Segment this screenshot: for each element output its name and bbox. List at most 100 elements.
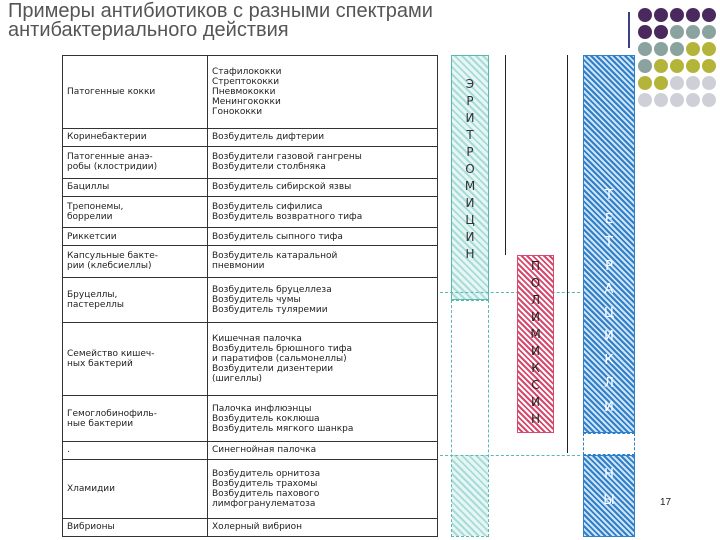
antibiotic-letter: И (465, 196, 475, 210)
pathogen-group-text: Патогенные анаэ- (67, 152, 153, 163)
pathogen-group-text: ных бактерий (67, 359, 133, 370)
decorative-dot-grid (638, 8, 720, 120)
pathogen-group-cell: Бруцеллы,пастереллы (62, 276, 208, 324)
decorative-dot (670, 76, 684, 90)
pathogen-agent-text: Возбудитель орнитоза (212, 468, 321, 479)
antibiotic-letter: И (604, 399, 614, 415)
pathogen-agent-text: Возбудители газовой гангрены (212, 152, 362, 163)
pathogen-agent-text: Синегнойная палочка (212, 445, 317, 456)
antibiotic-letter: К (531, 361, 540, 375)
decorative-dot (702, 25, 716, 39)
decorative-dot (638, 25, 652, 39)
slide-title-line-2: антибактериального действия (8, 19, 289, 41)
pathogen-group-cell: Патогенные кокки (62, 54, 208, 130)
decorative-dot (686, 8, 700, 22)
decorative-dot (702, 42, 716, 56)
pathogen-group-text: Семейство кишеч- (67, 349, 155, 360)
antibiotic-letter: Н (604, 467, 614, 482)
pathogen-agent-text: Возбудитель сибирской язвы (212, 182, 352, 193)
table-row: Коринебактерии Возбудитель дифтерии (62, 128, 438, 147)
decorative-dot (670, 25, 684, 39)
slide-title: Примеры антибиотиков с разными спектрами… (8, 1, 618, 41)
pathogen-agent-text: Возбудитель бруцеллеза (212, 285, 332, 296)
antibiotic-letter: Э (465, 77, 475, 91)
decorative-dot (670, 8, 684, 22)
pathogen-group-cell: Патогенные анаэ-робы (клостридии) (62, 145, 208, 179)
antibiotic-letter: Н (465, 247, 475, 261)
decorative-dot (638, 42, 652, 56)
decorative-dot (702, 59, 716, 73)
erythromycin-boundary-2 (440, 455, 580, 456)
antibiotic-letter: Р (466, 145, 474, 159)
decorative-dot (702, 8, 716, 22)
antibiotic-letter: А (604, 282, 614, 297)
pathogen-group-text: . (67, 445, 70, 456)
decorative-dot (638, 8, 652, 22)
antibiotic-letter: Е (604, 211, 614, 227)
pathogen-agent-text: Возбудитель коклюша (212, 413, 320, 424)
pathogen-group-cell: Капсульные бакте-рии (клебсиеллы) (62, 245, 208, 278)
decorative-dot (702, 93, 716, 107)
erythromycin-boundary (440, 292, 580, 293)
pathogen-agent-text: Возбудитель чумы (212, 295, 301, 306)
pathogen-agent-text: Стафилококки (212, 67, 282, 78)
page-number: 17 (660, 497, 672, 508)
decorative-dot (654, 76, 668, 90)
pathogen-group-text: Бациллы (67, 182, 110, 193)
pathogen-group-cell: . (62, 440, 208, 460)
pathogen-agent-text: и паратифов (сальмонеллы) (212, 354, 347, 365)
decorative-dot (654, 25, 668, 39)
pathogen-group-text: ные бактерии (67, 418, 134, 429)
pathogen-group-text: робы (клостридии) (67, 162, 158, 173)
pathogen-agent-text: Холерный вибрион (212, 522, 303, 533)
pathogen-group-text: Капсульные бакте- (67, 251, 159, 262)
pathogen-group-text: Хламидии (67, 483, 115, 494)
pathogen-group-text: Риккетсии (67, 231, 117, 242)
decorative-dot (638, 76, 652, 90)
antibiotic-letter: Ц (465, 213, 475, 227)
pathogen-group-text: пастереллы (67, 300, 124, 311)
decorative-dot (654, 59, 668, 73)
pathogen-group-text: Трепонемы, (67, 201, 124, 212)
antibiotic-letter: Р (605, 258, 613, 274)
pathogen-agents-cell: Возбудитель сибирской язвы (207, 177, 438, 197)
decorative-dot (686, 76, 700, 90)
pathogen-group-cell: Вибрионы (62, 517, 208, 538)
antibiotic-letter: И (531, 344, 540, 358)
antibiotic-letter: Т (605, 235, 613, 250)
pathogen-group-text: Гемоглобинофиль- (67, 408, 157, 419)
antibiotic-letter: Ы (603, 493, 615, 508)
pathogen-group-cell: Коринебактерии (62, 128, 208, 147)
title-divider (628, 12, 630, 48)
antibiotic-letter: Ц (603, 305, 615, 321)
pathogen-agent-text: Стрептококки (212, 77, 280, 88)
reference-line-right (567, 55, 568, 453)
antibiotic-letter: И (531, 395, 540, 409)
pathogen-group-text: Патогенные кокки (67, 87, 156, 98)
antibiotic-letter: С (531, 378, 540, 392)
antibiotic-letter: Л (530, 293, 541, 307)
pathogen-agent-text: Возбудитель дифтерии (212, 132, 325, 143)
table-row: Капсульные бакте-рии (клебсиеллы)Возбуди… (62, 245, 438, 278)
decorative-dot (638, 93, 652, 107)
pathogen-agent-text: Возбудитель возвратного тифа (212, 211, 363, 222)
pathogen-group-text: Вибрионы (67, 522, 115, 533)
antibiotic-letter: Р (466, 94, 474, 108)
pathogen-agent-text: Возбудитель туляремии (212, 305, 328, 316)
decorative-dot (702, 76, 716, 90)
